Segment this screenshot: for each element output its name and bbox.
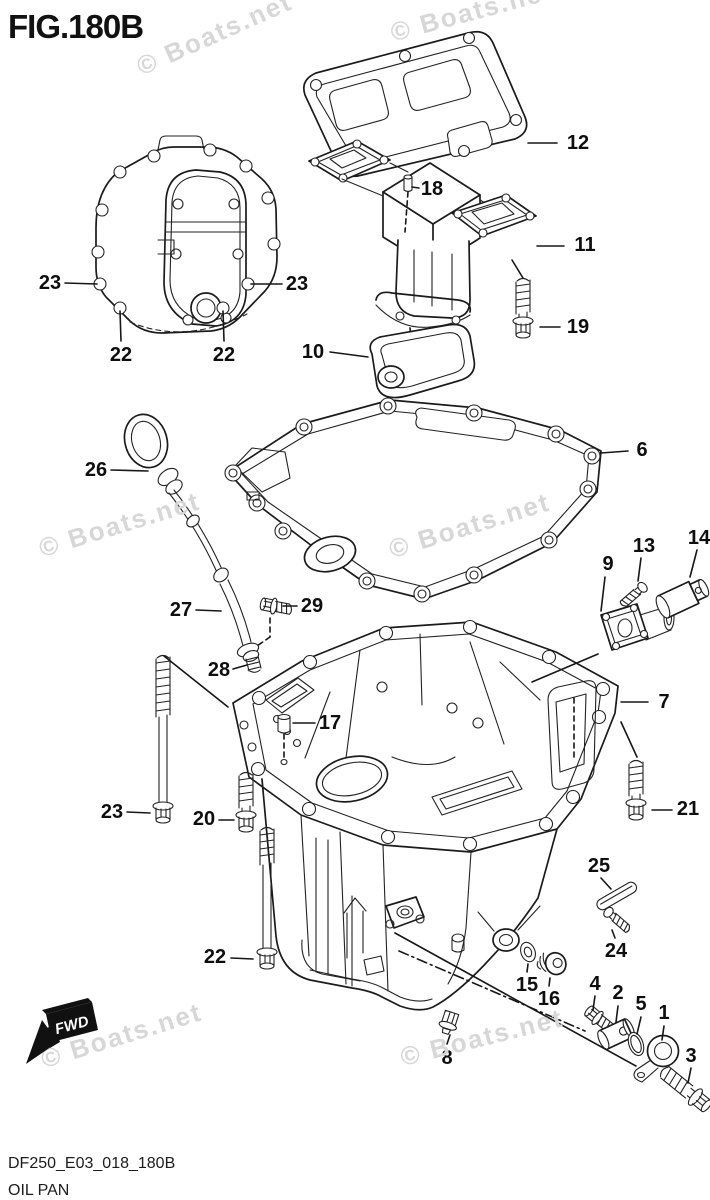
callout-leader-22c: [230, 957, 254, 960]
callout-7: 7: [658, 691, 669, 713]
callout-1: 1: [658, 1002, 669, 1024]
callout-10: 10: [302, 341, 324, 363]
part-washer-15: [520, 941, 536, 963]
callout-27: 27: [170, 599, 192, 621]
watermark-0: © Boats.net: [132, 0, 297, 81]
part-oil-pan-gasket: [224, 397, 602, 603]
part-engine-holder-plate: [91, 135, 281, 334]
callout-leader-22a: [119, 310, 122, 342]
callout-leader-15: [526, 963, 529, 973]
callout-8: 8: [441, 1047, 452, 1069]
figure-footer: DF250_E03_018_180B OIL PAN: [8, 1150, 175, 1200]
part-manifold: [308, 139, 537, 349]
part-bolt-23: [152, 654, 174, 824]
callout-5: 5: [635, 993, 646, 1015]
callout-leader-28: [232, 664, 248, 670]
callout-13: 13: [633, 535, 655, 557]
callout-21: 21: [677, 798, 699, 820]
aux-line-2: [531, 653, 599, 683]
fwd-arrow: FWD: [26, 998, 98, 1064]
callout-18: 18: [421, 178, 443, 200]
aux-line-4: [398, 950, 586, 1032]
part-bolt-3: [655, 1061, 710, 1117]
callout-leader-18: [411, 186, 420, 189]
callout-11: 11: [574, 234, 595, 256]
callout-leader-4: [592, 995, 596, 1011]
callout-12: 12: [567, 132, 589, 154]
watermark-5: © Boats.net: [397, 1003, 566, 1072]
part-top-gasket: [302, 30, 528, 178]
callout-22c: 22: [204, 946, 226, 968]
callout-25: 25: [588, 855, 610, 877]
part-drain-plug-8: [438, 1009, 460, 1035]
callout-leader-5: [636, 1016, 642, 1035]
callout-15: 15: [516, 974, 538, 996]
part-pin-25: [596, 881, 638, 911]
callout-17: 17: [319, 712, 341, 734]
callout-leader-16: [548, 977, 551, 987]
callout-29: 29: [301, 595, 323, 617]
part-dipstick: [123, 413, 262, 673]
figure-title: FIG.180B: [8, 8, 144, 45]
callout-leader-23a: [64, 282, 98, 285]
aux-line-0: [163, 655, 229, 708]
callout-leader-24: [611, 929, 616, 939]
aux-line-8: [511, 259, 524, 279]
callout-19: 19: [567, 316, 589, 338]
callout-23a: 23: [39, 272, 61, 294]
watermark-2: © Boats.net: [35, 486, 203, 563]
callout-14: 14: [688, 527, 710, 549]
callout-leader-22b: [222, 310, 225, 342]
callout-leader-23c: [126, 811, 151, 814]
callout-leader-27: [195, 609, 222, 612]
callout-leader-14: [689, 549, 698, 578]
part-oil-pan: [232, 619, 619, 1011]
callout-3: 3: [685, 1045, 696, 1067]
callout-leader-10: [329, 351, 369, 358]
callout-4: 4: [589, 973, 601, 995]
callout-22b: 22: [213, 344, 235, 366]
part-oring-5: [627, 1031, 645, 1057]
part-manifold-gasket: [369, 323, 476, 399]
callout-16: 16: [538, 988, 560, 1010]
part-bolt-20: [235, 771, 257, 833]
callout-24: 24: [605, 940, 628, 962]
callout-leader-26: [110, 469, 149, 472]
callout-leader-8: [446, 1034, 451, 1045]
callout-leader-9: [600, 576, 606, 612]
part-screw-24: [601, 904, 634, 935]
callout-leader-2: [615, 1005, 619, 1023]
callout-28: 28: [208, 659, 230, 681]
callout-22a: 22: [110, 344, 132, 366]
aux-line-9: [404, 191, 409, 233]
figure-caption: OIL PAN: [8, 1182, 70, 1199]
part-pin-18: [403, 174, 413, 193]
callout-leader-6: [600, 450, 629, 454]
callout-leader-1: [661, 1025, 665, 1041]
callout-26: 26: [85, 459, 107, 481]
callout-leader-13: [637, 557, 642, 582]
aux-line-6: [256, 636, 271, 647]
callout-23b: 23: [286, 273, 308, 295]
callout-leader-25: [600, 877, 612, 890]
figure-code: DF250_E03_018_180B: [8, 1155, 176, 1172]
aux-line-3: [394, 932, 637, 1067]
callout-leader-3: [687, 1067, 692, 1084]
leader-lines: [163, 191, 638, 1067]
callout-2: 2: [612, 982, 623, 1004]
aux-line-1: [620, 721, 638, 758]
part-plug-16: [536, 951, 567, 976]
callout-23c: 23: [101, 801, 123, 823]
callout-9: 9: [602, 553, 613, 575]
part-bolt-22: [256, 826, 278, 970]
part-bolt-21: [625, 759, 647, 821]
callout-20: 20: [193, 808, 215, 830]
part-sleeve-17: [277, 713, 291, 766]
part-oil-joint-14: [655, 578, 710, 619]
callout-6: 6: [636, 439, 647, 461]
part-bolt-19: [512, 277, 534, 339]
